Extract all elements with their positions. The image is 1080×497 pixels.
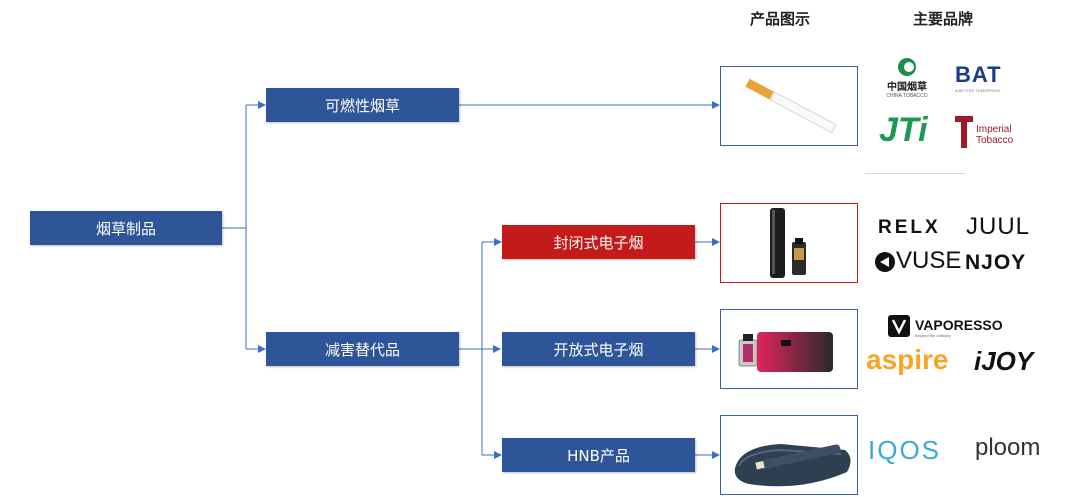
node-tobacco-products: 烟草制品	[30, 211, 222, 245]
ploom-logo: ploom	[975, 434, 1041, 461]
njoy-logo: NJOY	[965, 251, 1027, 274]
node-closed-ecig: 封闭式电子烟	[502, 225, 695, 259]
brand-divider	[865, 173, 965, 174]
cigarette-image	[720, 66, 858, 146]
china-tobacco-logo: 中国烟草 CHINA TOBACCO	[880, 56, 934, 99]
main-brands-header: 主要品牌	[912, 10, 973, 28]
closed-ecig-image	[720, 203, 858, 283]
juul-logo: JUUL	[966, 213, 1031, 240]
relx-logo: RELX	[878, 217, 941, 238]
iqos-logo: IQOS	[868, 435, 942, 465]
jti-logo: JTi	[879, 111, 928, 149]
imperial-tobacco-emblem-icon	[955, 116, 973, 148]
open-ecig-image	[720, 309, 858, 389]
aspire-logo: aspire	[866, 344, 949, 375]
bat-logo: BAT A BETTER TOMORROW	[955, 62, 1002, 93]
hnb-device-image	[720, 415, 858, 495]
node-combustible-tobacco: 可燃性烟草	[266, 88, 459, 122]
vaporesso-emblem-icon	[888, 315, 910, 337]
node-reduced-harm-alternatives: 减害替代品	[266, 332, 459, 366]
ijoy-logo: iJOY	[974, 346, 1034, 376]
vuse-emblem-icon	[875, 252, 895, 272]
product-image-header: 产品图示	[749, 10, 810, 28]
node-hnb-products: HNB产品	[502, 438, 695, 472]
china-tobacco-emblem-icon	[898, 58, 916, 76]
node-open-ecig: 开放式电子烟	[502, 332, 695, 366]
